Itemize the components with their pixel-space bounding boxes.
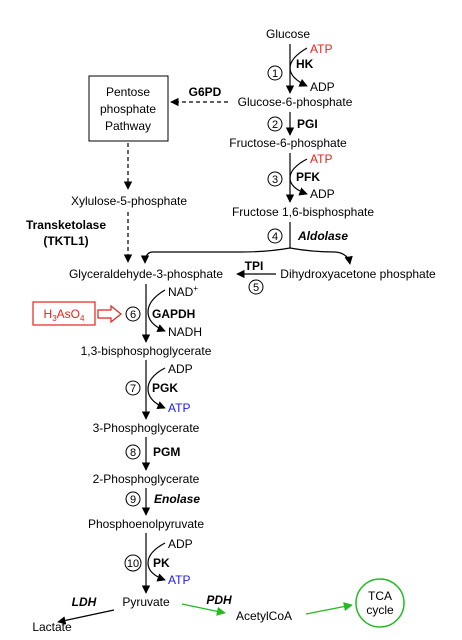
step10-atp: ATP — [168, 573, 190, 587]
tca-arrow — [305, 602, 353, 615]
inhibitor-box — [32, 301, 96, 326]
g6pd-enzyme: G6PD — [189, 85, 222, 99]
tca-line-2: cycle — [366, 603, 394, 617]
3-phosphoglycerate-label: 3-Phosphoglycerate — [93, 421, 200, 435]
step9-circle — [125, 491, 141, 507]
tpi-enzyme: TPI — [245, 259, 264, 273]
step10-adp: ADP — [168, 537, 193, 551]
step5-circle — [248, 279, 264, 295]
step1-adp: ADP — [310, 80, 335, 94]
step1-cofactor-curve — [289, 47, 308, 87]
pk-enzyme: PK — [153, 556, 170, 570]
step3-number: 3 — [272, 174, 278, 186]
pgi-enzyme: PGI — [297, 117, 318, 131]
glyceraldehyde-3-phosphate-label: Glyceraldehyde-3-phosphate — [69, 267, 223, 281]
step2-circle — [267, 116, 283, 132]
step7-adp: ADP — [168, 362, 193, 376]
lactate-label: Lactate — [32, 620, 72, 634]
pdh-enzyme: PDH — [206, 593, 232, 607]
step4-circle — [267, 228, 283, 244]
glucose-label: Glucose — [266, 27, 310, 41]
xylulose-5-phosphate-label: Xylulose-5-phosphate — [71, 194, 187, 208]
step10-number: 10 — [127, 558, 139, 570]
step2-number: 2 — [272, 119, 278, 131]
fructose-6-phosphate-label: Fructose-6-phosphate — [229, 136, 347, 150]
step1-atp: ATP — [310, 42, 332, 56]
hk-enzyme: HK — [296, 57, 314, 71]
step3-adp: ADP — [310, 187, 335, 201]
step3-atp: ATP — [310, 152, 332, 166]
step6-number: 6 — [130, 309, 136, 321]
step10-cofactor-curve — [147, 542, 166, 582]
step8-number: 8 — [130, 447, 136, 459]
glucose-6-phosphate-label: Glucose-6-phosphate — [238, 95, 353, 109]
step6-circle — [125, 306, 141, 322]
inhibitor-arrow — [97, 304, 122, 324]
2-phosphoglycerate-label: 2-Phosphoglycerate — [93, 472, 200, 486]
step6-cofactor-curve — [147, 289, 166, 333]
inhibitor-label: H3AsO4 — [44, 307, 85, 323]
step4-number: 4 — [272, 231, 278, 243]
step1-number: 1 — [272, 68, 278, 80]
gapdh-enzyme: GAPDH — [152, 307, 195, 321]
step6-nad: NAD+ — [168, 284, 198, 299]
ppp-line-1: Pentose — [106, 85, 150, 99]
step3-circle — [267, 171, 283, 187]
step1-circle — [267, 65, 283, 81]
step4-left-branch — [140, 247, 291, 264]
pyruvate-label: Pyruvate — [122, 595, 170, 609]
fructose-1-6-bisphosphate-label: Fructose 1,6-bisphosphate — [232, 205, 374, 219]
step7-circle — [125, 380, 141, 396]
aldolase-enzyme: Aldolase — [297, 229, 348, 243]
step7-atp: ATP — [168, 401, 190, 415]
phosphoenolpyruvate-label: Phosphoenolpyruvate — [88, 517, 204, 531]
pfk-enzyme: PFK — [296, 170, 320, 184]
dihydroxyacetone-phosphate-label: Dihydroxyacetone phosphate — [280, 267, 436, 281]
ppp-line-3: Pathway — [105, 119, 151, 133]
transketolase-enzyme: Transketolase — [26, 218, 106, 232]
bisphosphoglycerate-label: 1,3-bisphosphoglycerate — [81, 344, 212, 358]
step5-number: 5 — [253, 282, 259, 294]
step8-circle — [125, 444, 141, 460]
ppp-line-2: phosphate — [100, 102, 156, 116]
step6-nadh: NADH — [168, 325, 202, 339]
step7-cofactor-curve — [147, 367, 166, 410]
step4-right-branch — [289, 247, 353, 265]
tca-cycle-circle — [355, 578, 405, 628]
pdh-arrow — [181, 603, 226, 616]
acetylcoa-label: AcetylCoA — [236, 609, 292, 623]
pgm-enzyme: PGM — [153, 445, 180, 459]
step3-cofactor-curve — [289, 158, 308, 196]
ldh-arrow — [57, 609, 115, 625]
pentose-phosphate-pathway-box — [88, 75, 169, 142]
pgk-enzyme: PGK — [152, 381, 178, 395]
step9-number: 9 — [130, 494, 136, 506]
enolase-enzyme: Enolase — [154, 492, 200, 506]
tca-line-1: TCA — [368, 589, 392, 603]
tktl1-enzyme: (TKTL1) — [43, 234, 88, 248]
step10-circle — [124, 554, 142, 572]
ldh-enzyme: LDH — [72, 595, 97, 609]
step7-number: 7 — [130, 383, 136, 395]
